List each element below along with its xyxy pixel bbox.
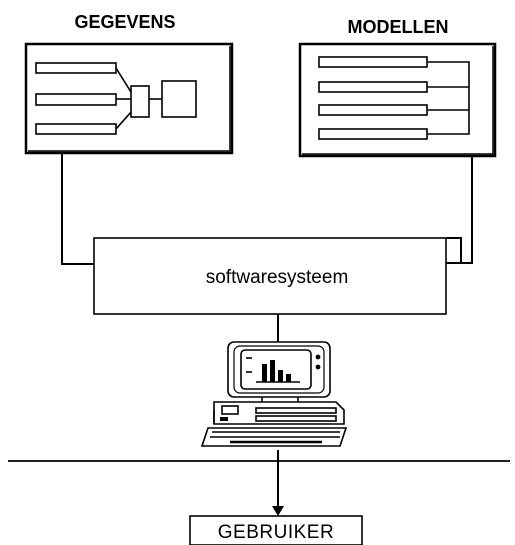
user-label: GEBRUIKER xyxy=(218,522,334,543)
computer-user-arrow xyxy=(272,450,284,516)
models-panel xyxy=(298,42,497,158)
computer-icon xyxy=(200,341,348,447)
software-system-box: softwaresysteem xyxy=(93,237,447,315)
panel-connectors xyxy=(61,153,473,265)
data-schema-icon xyxy=(35,62,197,135)
user-box: GEBRUIKER xyxy=(189,515,363,545)
software-system-label: softwaresysteem xyxy=(206,267,349,288)
model-list-icon xyxy=(318,56,470,140)
data-panel-title: GEGEVENS xyxy=(74,12,175,32)
data-panel xyxy=(24,42,234,155)
models-panel-title: MODELLEN xyxy=(348,17,449,37)
